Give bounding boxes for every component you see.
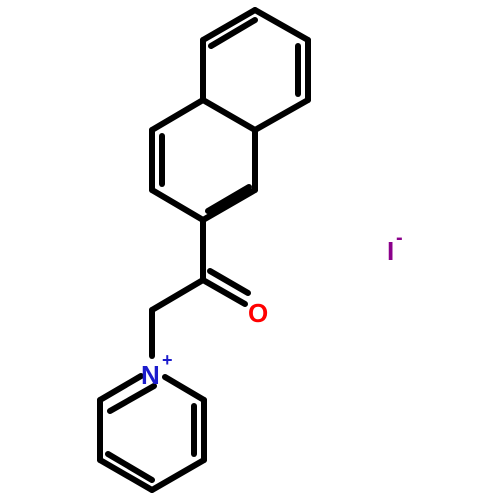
bond <box>252 7 311 43</box>
bond <box>200 7 258 43</box>
bond <box>97 373 144 403</box>
bond <box>200 187 258 223</box>
iodide-charge-label: - <box>396 227 403 249</box>
bond <box>162 374 207 403</box>
bond <box>149 277 206 313</box>
bond <box>97 457 155 493</box>
bond <box>208 17 258 49</box>
bond <box>200 97 258 133</box>
bonds <box>97 7 311 493</box>
bond <box>105 451 155 483</box>
bond <box>207 268 251 296</box>
oxygen-atom-label: O <box>248 298 268 328</box>
bond <box>107 383 157 414</box>
bond <box>149 457 207 493</box>
bond <box>200 277 248 307</box>
bond <box>149 187 206 223</box>
nitrogen-charge-label: + <box>162 350 173 370</box>
iodide-atom-label: I <box>387 236 394 266</box>
nitrogen-atom-label: N <box>141 360 160 390</box>
bond <box>149 97 206 133</box>
atom-labels: O N + I - <box>141 227 403 390</box>
bond <box>252 97 311 133</box>
bond <box>205 184 252 214</box>
